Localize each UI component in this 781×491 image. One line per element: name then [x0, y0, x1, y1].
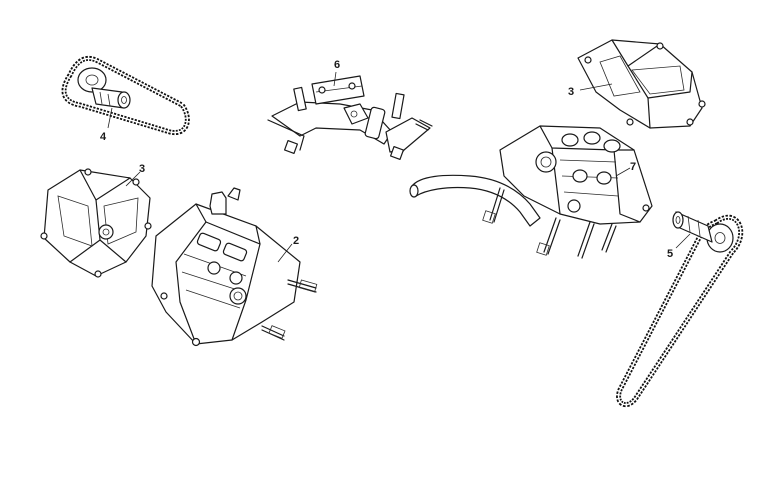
callout-5: 5 — [667, 248, 673, 260]
callout-7: 7 — [630, 161, 636, 173]
part-2-cylinder-head-left — [151, 187, 318, 347]
part-7-cylinder-head-right — [409, 125, 653, 259]
callout-4: 4 — [100, 131, 107, 143]
part-4-timing-chain-left — [61, 55, 190, 136]
callout-6: 6 — [334, 59, 340, 71]
part-3-valve-cover-right — [577, 39, 706, 129]
leader-lines — [107, 71, 691, 263]
part-3-valve-cover-left — [40, 168, 152, 278]
part-6-intake-manifold — [267, 75, 433, 161]
callout-2: 2 — [293, 235, 299, 247]
part-5-timing-chain-right — [616, 211, 744, 408]
callout-3-left: 3 — [139, 163, 145, 175]
callout-3-right: 3 — [568, 86, 574, 98]
